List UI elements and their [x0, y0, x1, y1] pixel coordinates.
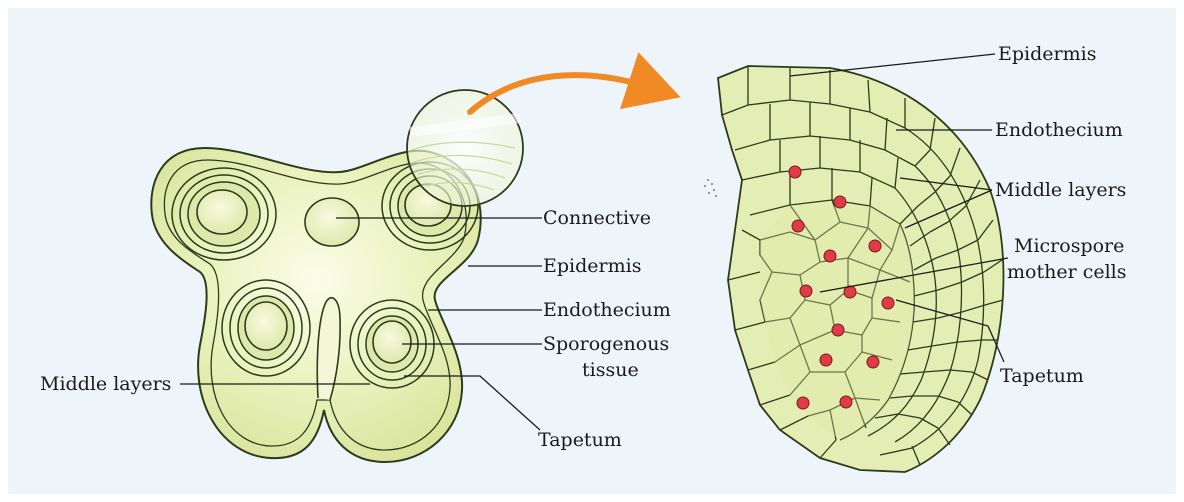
- nucleus: [882, 297, 894, 309]
- label-microspore-line2: mother cells: [1007, 261, 1126, 283]
- pollen-sac-top-left: [172, 168, 276, 260]
- label-tapetum-left: Tapetum: [538, 429, 622, 451]
- nucleus: [800, 285, 812, 297]
- label-endothecium-right: Endothecium: [995, 119, 1123, 141]
- label-middle-layers-right: Middle layers: [995, 179, 1126, 201]
- nucleus: [867, 356, 879, 368]
- label-microspore-line1: Microspore: [1014, 235, 1124, 257]
- label-endothecium-left: Endothecium: [543, 299, 671, 321]
- nucleus: [792, 220, 804, 232]
- label-tapetum-right: Tapetum: [1000, 365, 1084, 387]
- nucleus: [789, 166, 801, 178]
- label-epidermis-left: Epidermis: [543, 255, 641, 277]
- nucleus: [820, 354, 832, 366]
- label-sporogenous-line2: tissue: [582, 359, 639, 381]
- magnifier-lens: [407, 90, 523, 206]
- nucleus: [869, 240, 881, 252]
- label-sporogenous-line1: Sporogenous: [543, 333, 669, 355]
- nucleus: [834, 196, 846, 208]
- nucleus: [832, 324, 844, 336]
- label-epidermis-right: Epidermis: [998, 43, 1096, 65]
- label-middle-layers-left: Middle layers: [40, 373, 171, 395]
- connective-tissue: [305, 198, 359, 246]
- nucleus: [840, 396, 852, 408]
- label-connective: Connective: [543, 207, 651, 229]
- nucleus: [797, 397, 809, 409]
- nucleus: [824, 250, 836, 262]
